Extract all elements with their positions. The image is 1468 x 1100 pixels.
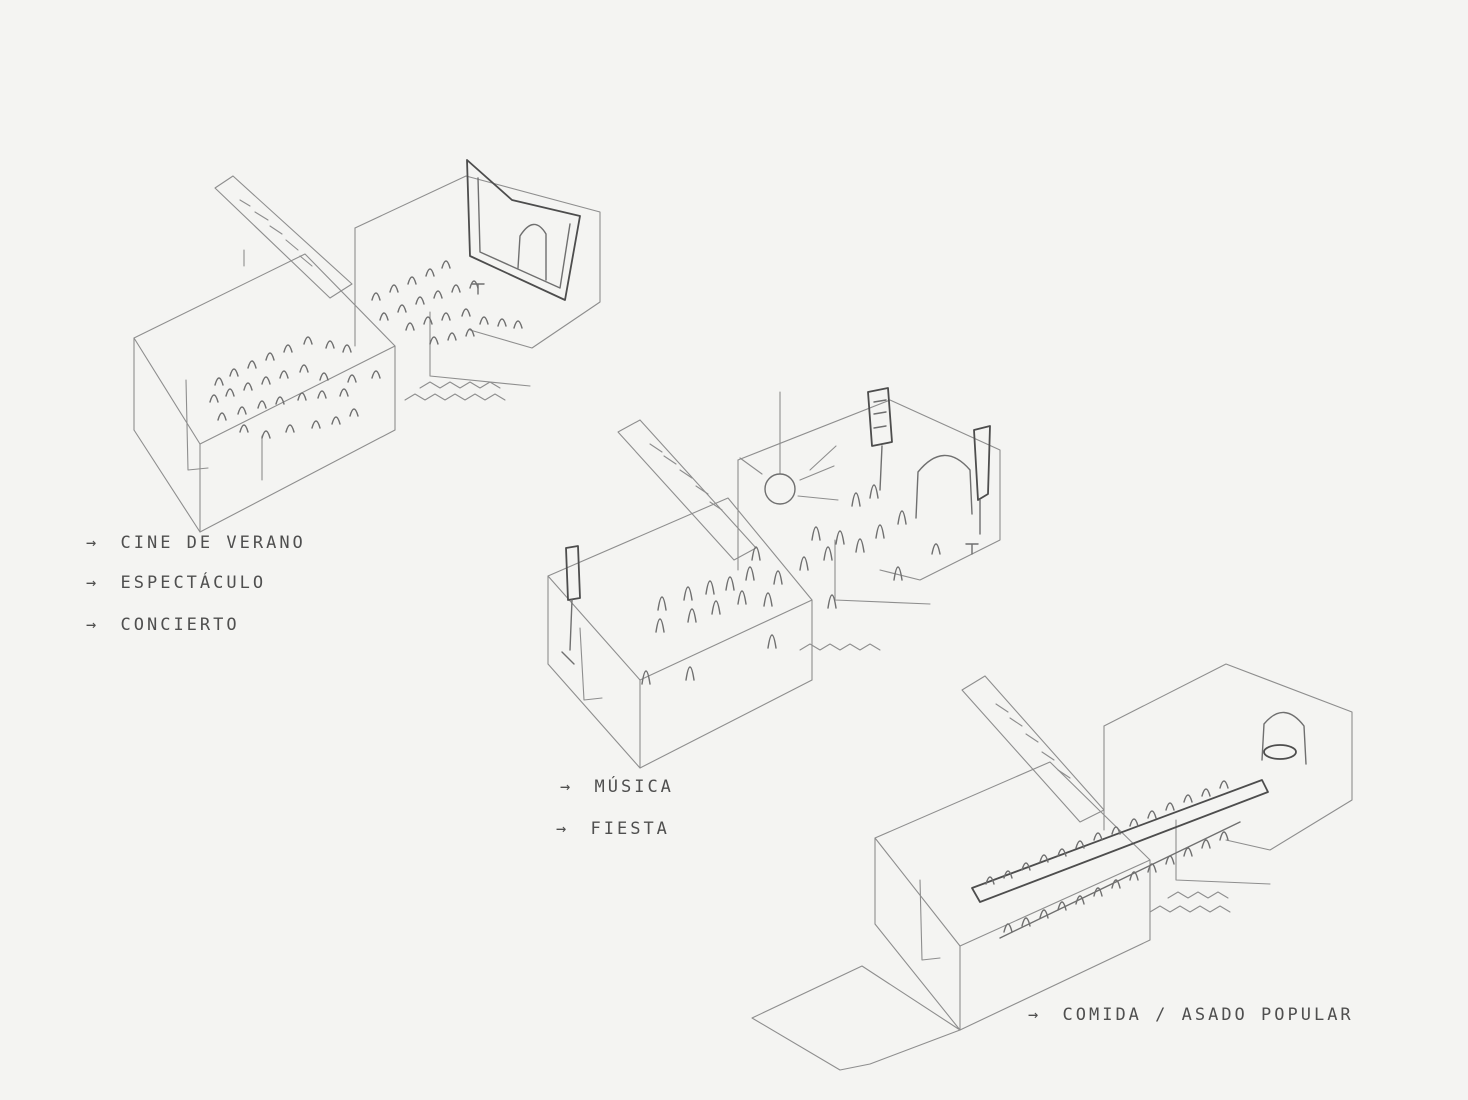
annotation-musica: → MÚSICA: [560, 775, 674, 797]
annotation-cine-de-verano: → CINE DE VERANO: [86, 533, 306, 553]
sketch-party: → MÚSICA → FIESTA: [547, 387, 1001, 839]
annotation-concierto: → CONCIERTO: [86, 615, 240, 635]
sketch-meal: → COMIDA / ASADO POPULAR: [751, 663, 1354, 1071]
annotation-espectaculo: → ESPECTÁCULO: [86, 571, 266, 593]
annotation-comida-asado-popular: → COMIDA / ASADO POPULAR: [1028, 1005, 1354, 1025]
sketch-cinema: → CINE DE VERANO → ESPECTÁCULO → CONCIER…: [86, 159, 601, 635]
annotation-fiesta: → FIESTA: [556, 819, 670, 839]
